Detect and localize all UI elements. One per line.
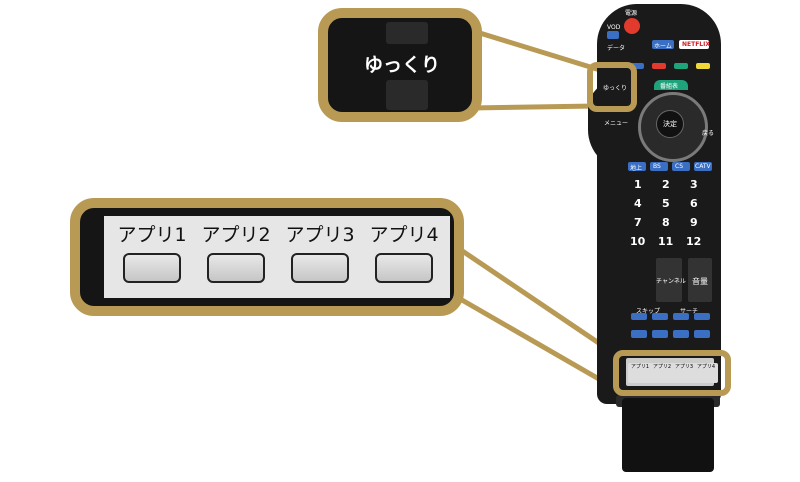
slow-button-callout: ゆっくり bbox=[318, 8, 482, 122]
app-button-label: アプリ2 bbox=[201, 224, 271, 246]
app-buttons-highlight bbox=[613, 350, 731, 396]
number-key[interactable]: 7 bbox=[634, 216, 642, 229]
app-button-small[interactable]: アプリ1 bbox=[628, 363, 652, 383]
app-button-2[interactable]: アプリ2 bbox=[196, 216, 276, 283]
app-button-small[interactable]: アプリ4 bbox=[694, 363, 718, 383]
app-button-small[interactable]: アプリ2 bbox=[650, 363, 674, 383]
skip-label: スキップ bbox=[636, 308, 661, 315]
broadcast-label: CS bbox=[675, 163, 683, 170]
record-button[interactable] bbox=[631, 330, 647, 338]
number-key[interactable]: 12 bbox=[686, 235, 702, 248]
vod-label: VOD bbox=[607, 24, 621, 31]
number-key[interactable]: 1 bbox=[634, 178, 642, 191]
number-key[interactable]: 9 bbox=[690, 216, 698, 229]
broadcast-label: BS bbox=[653, 163, 661, 170]
power-button[interactable] bbox=[624, 18, 640, 34]
broadcast-button[interactable]: 地上 bbox=[628, 162, 646, 172]
number-key[interactable]: 11 bbox=[658, 235, 674, 248]
number-key[interactable]: 10 bbox=[630, 235, 646, 248]
number-key[interactable]: 3 bbox=[690, 178, 698, 191]
ok-label: 決定 bbox=[663, 120, 677, 128]
broadcast-button[interactable]: CATV bbox=[694, 162, 712, 171]
home-button[interactable] bbox=[652, 40, 674, 49]
app-button-3[interactable]: アプリ3 bbox=[280, 216, 360, 283]
skip-forward-button[interactable] bbox=[652, 313, 668, 320]
app-button-4[interactable]: アプリ4 bbox=[364, 216, 444, 283]
app-button-1[interactable]: アプリ1 bbox=[112, 216, 192, 283]
volume-rocker[interactable] bbox=[688, 258, 712, 302]
number-key[interactable]: 4 bbox=[634, 197, 642, 210]
slow-label: ゆっくり bbox=[603, 85, 628, 92]
slow-button[interactable] bbox=[386, 80, 428, 110]
stop-button[interactable] bbox=[652, 330, 668, 338]
number-key[interactable]: 6 bbox=[690, 197, 698, 210]
remote-stand bbox=[622, 398, 714, 472]
app-button-small[interactable]: アプリ3 bbox=[672, 363, 696, 383]
netflix-label: NETFLIX bbox=[682, 41, 710, 48]
volume-label: 音量 bbox=[692, 277, 708, 286]
program-guide-button[interactable] bbox=[654, 80, 688, 90]
broadcast-label: 地上 bbox=[630, 165, 643, 172]
red-button[interactable] bbox=[652, 63, 666, 69]
rewind-button[interactable] bbox=[673, 313, 689, 320]
slow-callout-label: ゆっくり bbox=[364, 54, 441, 76]
back-label: 戻る bbox=[702, 130, 715, 137]
app-button-small-label: アプリ1 bbox=[630, 364, 650, 370]
app-button-small-label: アプリ4 bbox=[696, 364, 716, 370]
vod-button[interactable] bbox=[607, 31, 619, 39]
skip-back-button[interactable] bbox=[631, 313, 647, 320]
app-button-label: アプリ1 bbox=[117, 224, 187, 246]
ok-button[interactable]: 決定 bbox=[656, 110, 684, 138]
broadcast-button[interactable]: CS bbox=[672, 162, 690, 171]
fast-forward-button[interactable] bbox=[694, 313, 710, 320]
app-button-small-label: アプリ3 bbox=[674, 364, 694, 370]
broadcast-label: CATV bbox=[695, 163, 711, 170]
number-key[interactable]: 2 bbox=[662, 178, 670, 191]
play-button[interactable] bbox=[694, 330, 710, 338]
data-label: データ bbox=[607, 45, 626, 52]
netflix-button[interactable] bbox=[679, 40, 709, 49]
app-button-label: アプリ3 bbox=[285, 224, 355, 246]
slow-button-highlight bbox=[587, 62, 637, 112]
program-guide-label: 番組表 bbox=[660, 83, 679, 90]
number-key[interactable]: 8 bbox=[662, 216, 670, 229]
channel-label: チャンネル bbox=[656, 278, 686, 285]
home-label: ホーム bbox=[654, 43, 672, 50]
search-label: サーチ bbox=[680, 308, 699, 315]
app-button-label: アプリ4 bbox=[369, 224, 439, 246]
menu-label: メニュー bbox=[604, 120, 629, 127]
number-key[interactable]: 5 bbox=[662, 197, 670, 210]
pause-button[interactable] bbox=[673, 330, 689, 338]
green-button[interactable] bbox=[674, 63, 688, 69]
power-label: 電源 bbox=[625, 10, 638, 17]
blue-button[interactable] bbox=[630, 63, 644, 69]
yellow-button[interactable] bbox=[696, 63, 710, 69]
app-buttons-callout: アプリ1 アプリ2 アプリ3 アプリ4 bbox=[70, 198, 464, 316]
channel-rocker[interactable] bbox=[656, 258, 682, 302]
broadcast-button[interactable]: BS bbox=[650, 162, 668, 171]
app-button-small-label: アプリ2 bbox=[652, 364, 672, 370]
